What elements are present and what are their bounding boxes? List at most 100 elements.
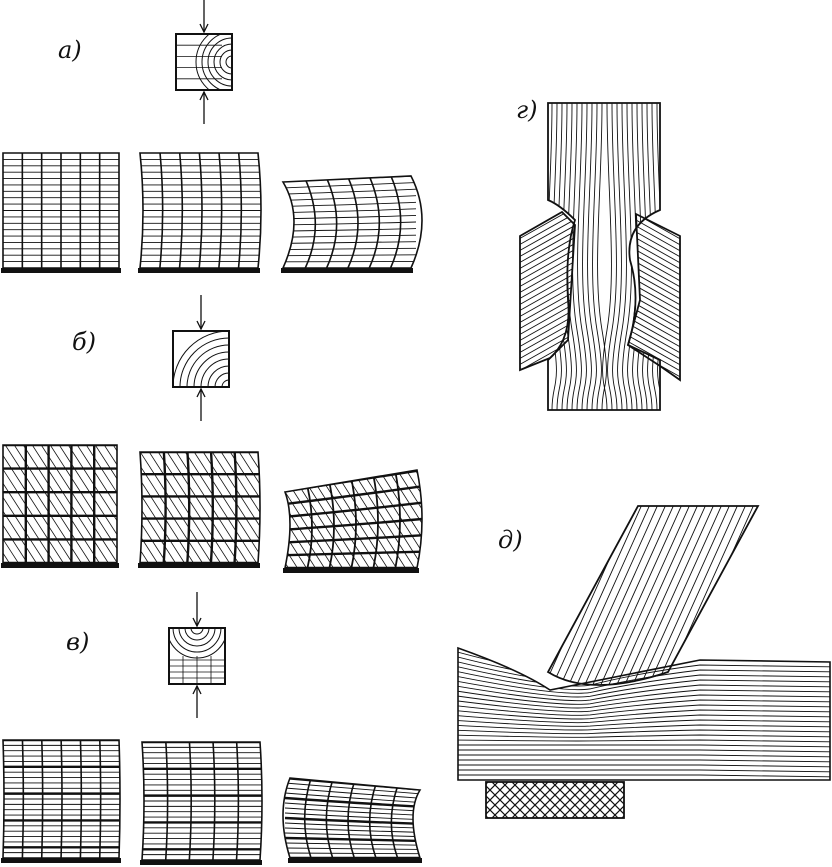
sample-v-3 [282, 777, 422, 863]
growth-ring [172, 628, 222, 653]
hatch-line [366, 470, 422, 568]
section-a [175, 0, 233, 124]
beam-fiber [458, 759, 830, 763]
sample-v-1 [1, 739, 121, 863]
hatch-line [28, 445, 112, 563]
grain-line [283, 195, 417, 201]
growth-ring [186, 344, 229, 387]
strut-fiber [548, 506, 621, 685]
panel-label-v: в) [66, 628, 90, 656]
pad-grain [520, 348, 575, 370]
hatch-line [511, 465, 580, 573]
hatch-line [448, 465, 517, 573]
strut-fiber [553, 506, 645, 685]
fiber-line [552, 103, 562, 410]
pad-grain [520, 212, 575, 257]
fiber-line [597, 103, 607, 410]
grid-line [98, 740, 102, 858]
texture [3, 740, 120, 858]
pad-grain [520, 212, 575, 251]
beam-fiber [458, 704, 830, 716]
pad-grain [628, 234, 680, 281]
hatch-line [475, 465, 544, 573]
grid-line [209, 452, 214, 563]
growth-ring [184, 628, 210, 641]
grid-line [367, 176, 381, 268]
fiber-line [612, 103, 622, 410]
hatch-line [285, 470, 310, 568]
fiber-line [587, 103, 597, 410]
pad-grain [628, 216, 680, 263]
strut-grain [548, 506, 758, 685]
hatch-line [3, 445, 85, 563]
pad-grain [520, 264, 575, 311]
pad-grain [520, 300, 575, 347]
beam-fiber [458, 769, 830, 773]
grid-line [217, 153, 223, 268]
hatch-line [348, 470, 418, 568]
hatch-line [208, 452, 260, 563]
base-plate [1, 268, 121, 273]
hatch-line [281, 447, 359, 568]
sample-a-2 [138, 152, 262, 273]
hatch-line [3, 445, 22, 563]
hatch-line [10, 445, 94, 563]
hatch-line [285, 470, 337, 568]
pad-grain [520, 276, 575, 323]
hatch-line [154, 452, 234, 563]
growth-ring [214, 372, 229, 387]
hatch-line [357, 470, 422, 568]
grid-line [306, 484, 313, 568]
grain-line [283, 234, 417, 238]
base-plate [138, 268, 260, 273]
hatch-line [55, 445, 117, 563]
beam-fiber [458, 679, 830, 698]
fiber-line [607, 103, 617, 410]
hatch-line [3, 445, 13, 563]
grid-line [237, 153, 243, 268]
arrow-head [199, 90, 209, 101]
grid-line [233, 452, 238, 563]
beam-fiber [458, 674, 830, 694]
sample-b-1 [1, 444, 119, 568]
hatch-line [100, 445, 117, 563]
beam-fiber [458, 719, 830, 727]
pad-grain [520, 246, 575, 293]
pad-grain [520, 312, 575, 359]
ring-lines [173, 331, 229, 387]
beam-fiber [458, 749, 830, 753]
hatch-line [199, 452, 260, 563]
pad-grain [520, 222, 575, 269]
panel-label-a: а) [58, 36, 82, 64]
hatch-line [19, 445, 103, 563]
hatch-line [82, 445, 117, 563]
growth-ring [201, 34, 232, 90]
beam-fiber [458, 699, 830, 713]
strut-fiber [548, 506, 637, 685]
texture [3, 153, 119, 268]
grain-line [284, 792, 420, 804]
post-grain [548, 103, 660, 410]
pad-grain [520, 306, 575, 353]
beam-fiber [458, 739, 830, 743]
hatch-line [466, 465, 535, 573]
pad-grain [520, 240, 575, 287]
grid-line [212, 742, 216, 860]
strut-outline [546, 505, 760, 686]
fiber-line [622, 103, 632, 410]
support-block [485, 781, 625, 819]
grid-line [303, 176, 317, 268]
section-v [168, 592, 226, 718]
texture [140, 153, 261, 268]
strut-fiber [593, 506, 685, 685]
hatch-line [303, 470, 373, 568]
grid-line [303, 778, 313, 858]
growth-ring [207, 37, 232, 87]
beam-fiber [458, 689, 830, 705]
hatch-line [244, 452, 260, 563]
hatch-line [140, 452, 216, 563]
pad-grain [628, 270, 680, 317]
hatch-line [502, 465, 571, 573]
grid-line [188, 742, 192, 860]
hatch-line [420, 470, 422, 568]
